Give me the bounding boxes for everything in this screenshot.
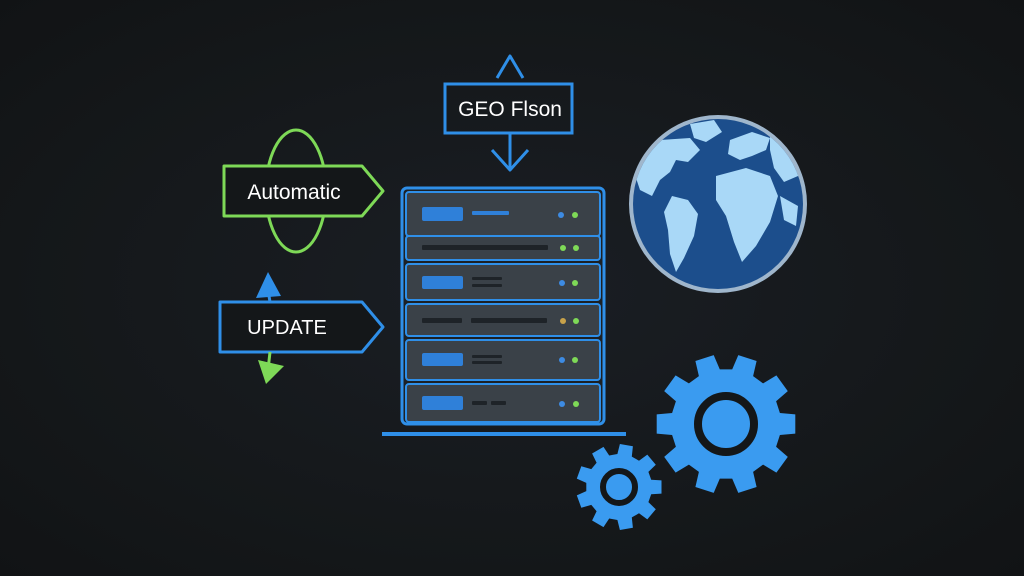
server-rack-icon [382,186,626,436]
unit-vent [472,401,487,405]
unit-led [558,212,564,218]
gear-large-icon [656,355,796,493]
unit-vent [422,318,462,323]
geo-down-arrow-head [490,148,530,172]
update-arrow-tag [218,300,385,354]
unit-vent [472,211,509,215]
gear-small-icon [576,444,662,530]
geo-label-text: GEO Flson [458,98,562,121]
gear-body [576,444,662,530]
unit-vent [422,245,548,250]
geo-label-group: GEO Flson [443,54,574,172]
automatic-label-text: Automatic [247,181,340,204]
update-down-arrow-head [258,360,284,384]
update-up-arrow-stem [266,289,272,303]
server-unit-2 [405,235,601,261]
unit-vent [472,284,502,287]
unit-led [573,245,579,251]
server-unit-5 [405,339,601,381]
unit-led [560,318,566,324]
unit-led [560,245,566,251]
unit-slot [422,207,463,221]
unit-led [572,212,578,218]
unit-vent [491,401,506,405]
geo-up-arrow [495,54,525,79]
server-unit-6 [405,383,601,423]
unit-vent [472,355,502,358]
unit-led [559,280,565,286]
update-label-group: UPDATE [218,272,385,384]
automatic-arrow-tag [222,164,385,218]
unit-led [559,401,565,407]
gear-hub-ring [600,468,638,506]
unit-led [572,280,578,286]
server-unit-3 [405,263,601,301]
unit-slot [422,353,463,366]
unit-slot [422,276,463,289]
unit-vent [472,361,502,364]
unit-vent [472,277,502,280]
update-label-text: UPDATE [247,317,327,339]
unit-slot [422,396,463,410]
gear-hub-ring [694,392,758,456]
automatic-label-group: Automatic [222,128,385,254]
unit-led [573,318,579,324]
server-unit-4 [405,303,601,337]
unit-led [559,357,565,363]
geo-label-box [443,82,574,135]
server-unit-1 [405,191,601,237]
gear-body [656,355,796,493]
unit-vent [471,318,547,323]
unit-led [572,357,578,363]
globe-icon [629,115,807,293]
update-up-arrow-head [256,272,281,298]
unit-led [573,401,579,407]
